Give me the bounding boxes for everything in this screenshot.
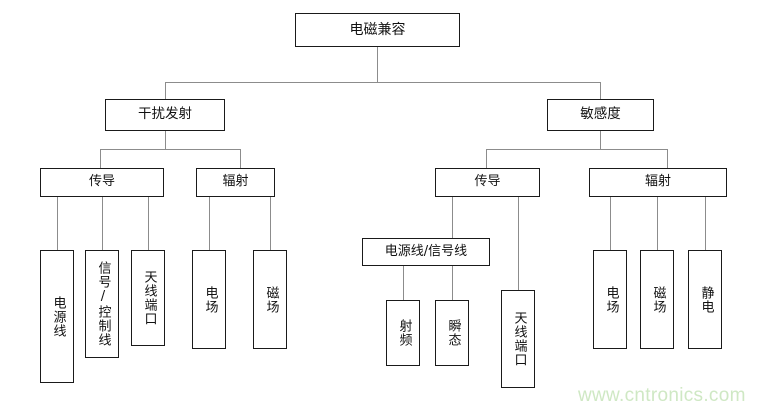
node-ec-signal-control-line[interactable]: 信号/控制线 (85, 250, 119, 358)
node-ec-antenna-port[interactable]: 天线端口 (131, 250, 165, 346)
node-sc-power-signal-line-group[interactable]: 电源线/信号线 (362, 238, 490, 266)
node-susceptibility[interactable]: 敏感度 (547, 99, 654, 131)
node-susceptibility-radiated[interactable]: 辐射 (589, 168, 727, 197)
connector-ec-leaf-2 (102, 197, 103, 250)
connector-group-rf (403, 266, 404, 300)
connector-emission-stem (165, 131, 166, 149)
connector-sr-leaf-3 (705, 197, 706, 250)
connector-ec-leaf-1 (57, 197, 58, 250)
node-susceptibility-conducted[interactable]: 传导 (435, 168, 540, 197)
node-root-emc[interactable]: 电磁兼容 (295, 13, 460, 47)
node-er-magnetic-field[interactable]: 磁场 (253, 250, 287, 349)
node-er-electric-field[interactable]: 电场 (192, 250, 226, 349)
connector-emission-to-radiated (240, 149, 241, 168)
node-sr-electrostatic[interactable]: 静电 (688, 250, 722, 349)
node-emission-conducted[interactable]: 传导 (40, 168, 164, 197)
connector-trunk-to-susceptibility (600, 82, 601, 100)
connector-root-stem (377, 47, 378, 82)
node-sc-transient[interactable]: 瞬态 (435, 300, 469, 366)
node-sc-rf[interactable]: 射频 (386, 300, 420, 366)
watermark-cntronics: www.cntronics.com (578, 385, 746, 406)
connector-susceptibility-to-radiated (667, 149, 668, 168)
connector-ec-leaf-3 (148, 197, 149, 250)
node-sr-magnetic-field[interactable]: 磁场 (640, 250, 674, 349)
connector-emission-to-conducted (100, 149, 101, 168)
connector-sc-to-group (452, 197, 453, 238)
connector-susceptibility-to-conducted (486, 149, 487, 168)
connector-trunk-to-emission (165, 82, 166, 100)
connector-root-trunk (165, 82, 601, 83)
connector-emission-trunk (100, 149, 240, 150)
node-interference-emission[interactable]: 干扰发射 (105, 99, 225, 131)
connector-er-leaf-2 (270, 197, 271, 250)
node-sr-electric-field[interactable]: 电场 (593, 250, 627, 349)
connector-sc-to-antenna (518, 197, 519, 290)
node-emission-radiated[interactable]: 辐射 (196, 168, 275, 197)
node-sc-antenna-port[interactable]: 天线端口 (501, 290, 535, 388)
connector-susceptibility-stem (600, 131, 601, 149)
connector-sr-leaf-1 (610, 197, 611, 250)
connector-susceptibility-trunk (486, 149, 667, 150)
connector-sr-leaf-2 (657, 197, 658, 250)
node-ec-power-line[interactable]: 电源线 (40, 250, 74, 383)
connector-er-leaf-1 (209, 197, 210, 250)
connector-group-transient (452, 266, 453, 300)
